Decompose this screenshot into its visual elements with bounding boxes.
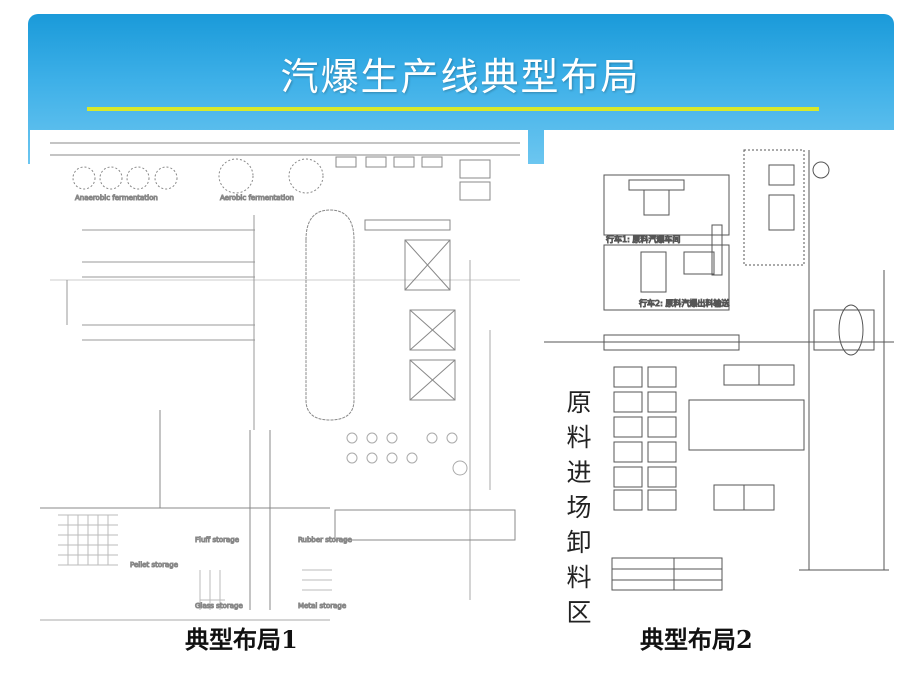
label-rubber-storage: Rubber storage (298, 536, 352, 544)
label-crane-1: 行车1: 原料汽爆车间 (606, 234, 680, 244)
label-pellet-storage: Pellet storage (130, 561, 178, 569)
label-aerobic: Aerobic fermentation (220, 194, 294, 202)
layout-diagram-1: Anaerobic fermentation Aerobic fermentat… (30, 130, 528, 624)
label-anaerobic: Anaerobic fermentation (75, 194, 158, 202)
title-underline (87, 107, 819, 111)
layout-diagram-2: 行车1: 原料汽爆车间 行车2: 原料汽爆出料输送 (544, 130, 894, 600)
label-metal-storage: Metal storage (298, 602, 346, 610)
slide-title: 汽爆生产线典型布局 (280, 55, 641, 99)
label-crane-2: 行车2: 原料汽爆出料输送 (639, 298, 729, 308)
label-glass-storage: Glass storage (195, 602, 243, 610)
caption-layout-1: 典型布局1 (185, 625, 298, 654)
caption-layout-2: 典型布局2 (640, 625, 753, 654)
label-fluff-storage: Fluff storage (195, 536, 239, 544)
raw-material-area-label: 原料进场卸料区 (566, 388, 592, 627)
